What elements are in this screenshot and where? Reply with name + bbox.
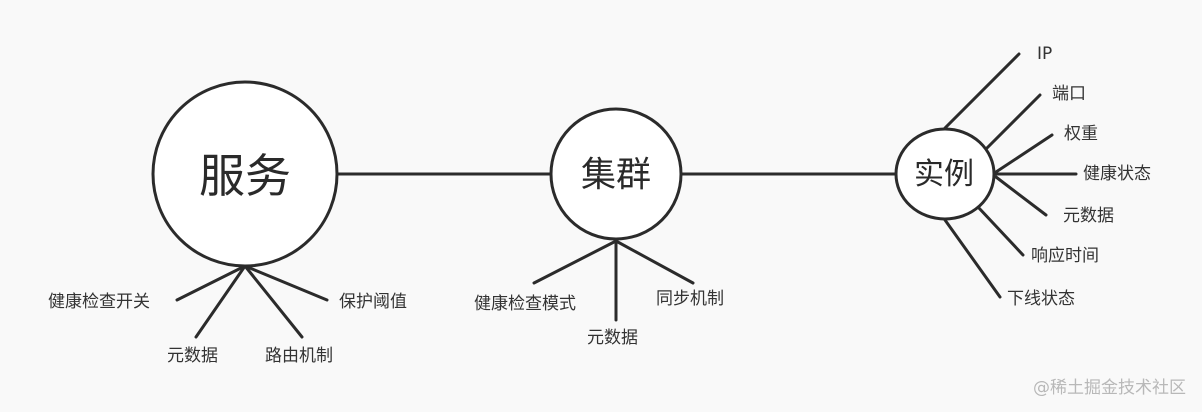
service-spoke bbox=[175, 264, 247, 302]
service-attr-protect-threshold: 保护阈值 bbox=[339, 292, 407, 312]
cluster-spoke bbox=[532, 239, 618, 285]
cluster-node bbox=[549, 107, 683, 241]
instance-node bbox=[894, 127, 996, 221]
watermark: @稀土掘金技术社区 bbox=[1033, 378, 1186, 398]
service-node bbox=[151, 80, 339, 268]
service-attr-routing: 路由机制 bbox=[265, 346, 333, 366]
service-attr-metadata: 元数据 bbox=[167, 346, 218, 366]
cluster-node-label: 集群 bbox=[580, 155, 652, 196]
cluster-attr-metadata: 元数据 bbox=[587, 328, 638, 348]
instance-spoke bbox=[943, 218, 1002, 299]
cluster-attr-health-check-mode: 健康检查模式 bbox=[474, 294, 576, 314]
service-attr-health-check-switch: 健康检查开关 bbox=[48, 292, 150, 312]
cluster-attr-sync: 同步机制 bbox=[656, 289, 724, 309]
service-spoke bbox=[243, 264, 329, 302]
instance-attr-metadata: 元数据 bbox=[1063, 206, 1114, 226]
instance-spoke bbox=[943, 52, 1021, 130]
instance-spoke bbox=[994, 133, 1054, 174]
instance-spoke bbox=[976, 205, 1025, 257]
instance-spoke bbox=[985, 93, 1042, 150]
instance-attr-ip: IP bbox=[1037, 44, 1053, 64]
instance-attr-weight: 权重 bbox=[1064, 124, 1098, 144]
instance-spoke bbox=[994, 175, 1048, 217]
instance-node-label: 实例 bbox=[914, 157, 974, 192]
instance-attr-offline-status: 下线状态 bbox=[1007, 289, 1075, 309]
service-node-label: 服务 bbox=[199, 149, 291, 203]
instance-attr-response-time: 响应时间 bbox=[1031, 246, 1099, 266]
instance-attr-health-status: 健康状态 bbox=[1083, 164, 1151, 184]
service-spoke bbox=[194, 264, 247, 339]
cluster-spoke bbox=[614, 239, 695, 285]
instance-attr-port: 端口 bbox=[1052, 84, 1086, 104]
service-spoke bbox=[243, 264, 304, 339]
